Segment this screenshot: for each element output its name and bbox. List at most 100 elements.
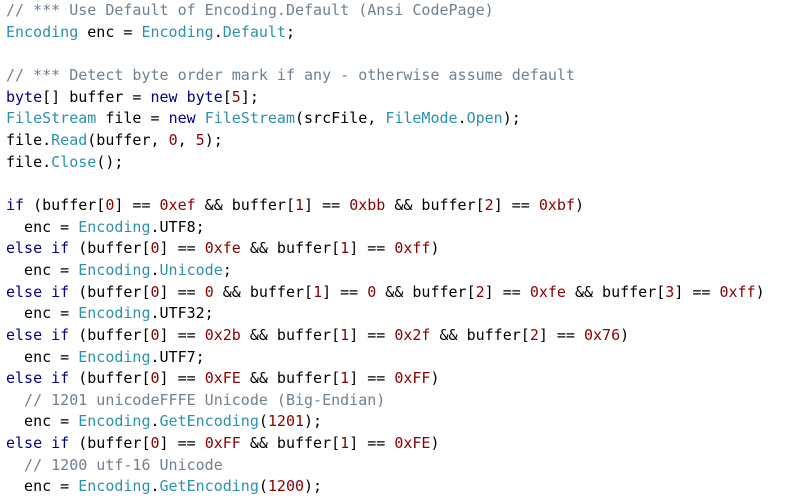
code-token-plain: enc = <box>6 412 79 431</box>
code-token-number: 0xFE <box>394 434 431 453</box>
code-token-plain: && buffer[ <box>240 434 341 453</box>
code-token-comment: // *** Detect byte order mark if any - o… <box>6 65 575 84</box>
code-token-plain: && buffer[ <box>240 369 341 388</box>
code-token-keyword: byte <box>186 87 223 106</box>
code-token-type: Encoding <box>78 412 151 431</box>
code-token-plain: && buffer[ <box>213 282 314 301</box>
code-token-number: 0x76 <box>584 325 621 344</box>
code-token-plain: enc = <box>6 304 79 323</box>
code-token-number: 0xFF <box>204 434 241 453</box>
code-token-comment: // 1200 utf-16 Unicode <box>6 455 223 474</box>
code-token-keyword: byte <box>6 87 43 106</box>
code-line: file.Read(buffer, 0, 5); <box>6 130 797 152</box>
code-token-plain <box>196 109 205 127</box>
code-token-type: Read <box>51 130 88 149</box>
code-token-type: Encoding <box>78 347 151 366</box>
code-token-comment: // 1201 unicodeFFFE Unicode (Big-Endian) <box>6 390 386 409</box>
code-token-plain: ] == <box>159 282 205 301</box>
code-token-plain: ] == <box>349 369 395 388</box>
code-token-plain: file. <box>6 152 52 171</box>
code-token-number: 2 <box>529 325 539 344</box>
code-line: Encoding enc = Encoding.Default; <box>6 22 797 44</box>
code-line: else if (buffer[0] == 0xFF && buffer[1] … <box>6 433 797 455</box>
code-token-plain: && buffer[ <box>430 325 530 344</box>
code-line: file.Close(); <box>6 152 797 174</box>
code-line: // 1200 utf-16 Unicode <box>6 455 797 477</box>
code-token-plain: ] == <box>159 434 205 453</box>
code-token-type: Encoding <box>141 22 214 41</box>
code-token-plain <box>42 283 51 301</box>
code-token-plain: ( <box>258 477 268 496</box>
code-token-type: Unicode <box>159 260 223 279</box>
code-token-number: 0 <box>150 434 160 453</box>
code-token-number: 0 <box>150 239 160 258</box>
code-line: // 1201 unicodeFFFE Unicode (Big-Endian) <box>6 390 797 412</box>
code-token-keyword: else <box>6 434 43 453</box>
code-token-number: 0 <box>150 325 160 344</box>
code-token-plain: ] == <box>114 195 160 214</box>
code-token-keyword: new <box>150 87 178 106</box>
code-token-number: 5 <box>231 87 241 106</box>
code-token-number: 1 <box>340 369 350 388</box>
code-token-type: Default <box>222 22 286 41</box>
code-token-number: 0xef <box>159 195 196 214</box>
code-token-type: Encoding <box>78 304 151 323</box>
code-token-plain: (buffer[ <box>69 369 151 388</box>
code-token-plain: .UTF7; <box>150 347 205 366</box>
code-token-number: 0 <box>105 195 115 214</box>
code-token-number: 0 <box>367 282 377 301</box>
code-token-plain: ; <box>285 22 295 41</box>
code-token-plain: . <box>150 260 160 279</box>
code-token-plain: ] == <box>159 325 205 344</box>
code-token-plain: enc = <box>6 260 79 279</box>
code-token-plain: ) <box>755 282 765 301</box>
code-token-plain <box>42 434 51 452</box>
code-token-plain: ] == <box>159 369 205 388</box>
code-token-plain: ) <box>430 369 440 388</box>
code-line: byte[] buffer = new byte[5]; <box>6 87 797 109</box>
code-token-number: 1201 <box>267 412 305 431</box>
code-token-type: FileStream <box>6 109 97 128</box>
code-token-plain: ( <box>258 412 268 431</box>
code-token-keyword: if <box>51 325 70 344</box>
code-token-number: 1 <box>340 434 350 453</box>
code-token-plain: ] == <box>493 195 539 214</box>
code-line: enc = Encoding.UTF8; <box>6 217 797 239</box>
code-line: enc = Encoding.UTF7; <box>6 347 797 369</box>
code-token-number: 1200 <box>267 477 305 496</box>
code-token-keyword: new <box>168 109 196 128</box>
code-token-type: Encoding <box>78 477 151 496</box>
code-token-plain: && buffer[ <box>565 282 666 301</box>
code-token-plain: (buffer, <box>87 130 169 149</box>
code-token-plain: (buffer[ <box>24 195 106 214</box>
code-token-plain: ) <box>430 239 440 258</box>
code-token-plain: . <box>457 109 467 128</box>
code-token-keyword: if <box>51 239 70 258</box>
code-line <box>6 173 797 195</box>
code-token-plain: ] == <box>538 325 584 344</box>
code-token-plain: enc = <box>78 22 142 41</box>
code-line: else if (buffer[0] == 0x2b && buffer[1] … <box>6 325 797 347</box>
code-token-plain: ]; <box>240 87 259 106</box>
code-token-number: 0x2f <box>394 325 431 344</box>
code-line: else if (buffer[0] == 0 && buffer[1] == … <box>6 282 797 304</box>
code-token-keyword: else <box>6 282 43 301</box>
code-token-plain: && buffer[ <box>240 239 341 258</box>
code-token-keyword: else <box>6 325 43 344</box>
code-token-plain: file. <box>6 130 52 149</box>
code-token-number: 0x2b <box>204 325 241 344</box>
code-token-type: GetEncoding <box>159 412 259 431</box>
code-token-plain: (srcFile, <box>295 109 386 128</box>
code-token-keyword: if <box>51 434 70 453</box>
code-token-plain: ] == <box>349 239 395 258</box>
code-token-plain: .UTF32; <box>150 304 214 323</box>
code-token-number: 0 <box>204 282 214 301</box>
code-token-keyword: if <box>6 195 25 214</box>
code-token-plain: ] == <box>159 239 205 258</box>
code-token-type: Open <box>466 109 503 128</box>
code-token-plain: (buffer[ <box>69 325 151 344</box>
code-token-plain: ] == <box>349 434 395 453</box>
code-line: enc = Encoding.Unicode; <box>6 260 797 282</box>
code-token-number: 0xbb <box>349 195 386 214</box>
